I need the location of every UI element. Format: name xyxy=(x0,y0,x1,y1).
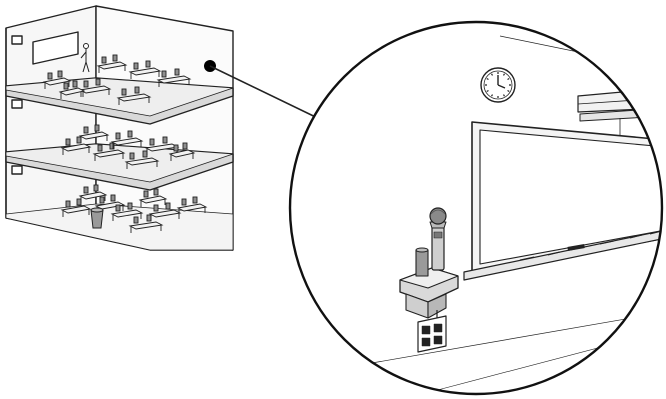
chair xyxy=(154,189,158,195)
chair xyxy=(154,205,158,211)
chair xyxy=(193,197,197,203)
trash-can xyxy=(91,208,103,228)
chair xyxy=(58,71,62,77)
chair xyxy=(113,55,117,61)
building-window-middle xyxy=(12,100,22,108)
chair xyxy=(122,89,126,95)
chair xyxy=(66,139,70,145)
detail-circle xyxy=(290,22,666,394)
wireless-microphone xyxy=(430,208,446,270)
chair xyxy=(162,71,166,77)
chair xyxy=(175,69,179,75)
chair xyxy=(144,191,148,197)
chair xyxy=(166,203,170,209)
chair xyxy=(95,125,99,131)
chair xyxy=(102,57,106,63)
building-window-lower xyxy=(12,166,22,174)
chair xyxy=(84,127,88,133)
chair xyxy=(98,145,102,151)
chair xyxy=(64,83,68,89)
chair xyxy=(84,187,88,193)
chair xyxy=(77,137,81,143)
chair xyxy=(163,137,167,143)
chair xyxy=(116,205,120,211)
chair xyxy=(128,131,132,137)
chair xyxy=(182,199,186,205)
building-window-top xyxy=(12,36,22,44)
chair xyxy=(100,197,104,203)
chair xyxy=(134,217,138,223)
chair xyxy=(147,215,151,221)
chair xyxy=(143,151,147,157)
chair xyxy=(150,139,154,145)
chair xyxy=(77,199,81,205)
chair xyxy=(134,63,138,69)
chair xyxy=(73,81,77,87)
chair xyxy=(96,79,100,85)
chair xyxy=(128,203,132,209)
chair xyxy=(183,143,187,149)
chair xyxy=(66,201,70,207)
chair xyxy=(48,73,52,79)
chair xyxy=(94,185,98,191)
chair xyxy=(116,133,120,139)
chair xyxy=(146,61,150,67)
chair xyxy=(111,195,115,201)
chair xyxy=(135,87,139,93)
wall-clock-icon xyxy=(481,68,515,102)
wall-outlet-plate xyxy=(418,316,446,352)
chair xyxy=(84,81,88,87)
chair xyxy=(130,153,134,159)
chair xyxy=(174,145,178,151)
